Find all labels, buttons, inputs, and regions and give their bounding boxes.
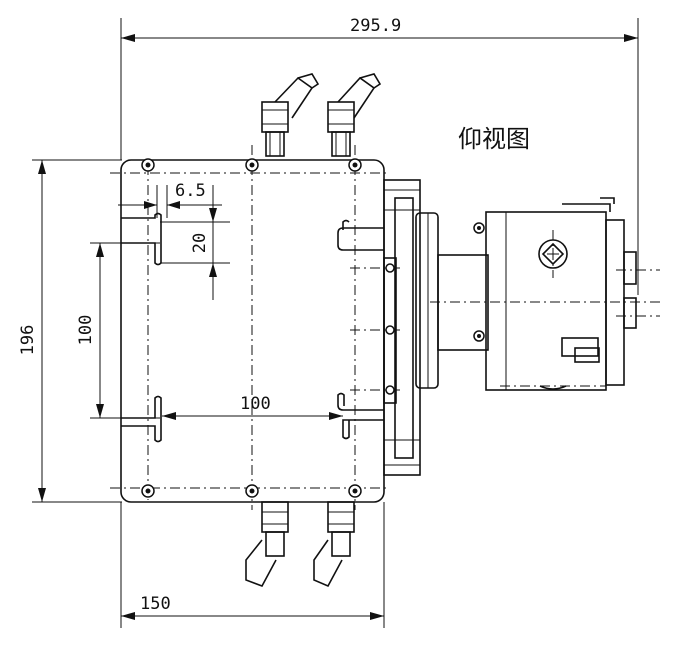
chuck bbox=[473, 197, 660, 391]
dimension-base-width: 150 bbox=[120, 502, 385, 628]
dim-label-6-5: 6.5 bbox=[175, 181, 206, 201]
t-slots bbox=[121, 212, 384, 443]
dim-label-295-9: 295.9 bbox=[350, 16, 401, 36]
dimension-slot-spacing-horizontal: 100 bbox=[162, 394, 343, 420]
base-plate bbox=[110, 145, 400, 510]
bottom-clamps bbox=[245, 501, 355, 588]
dimension-overall-length: 295.9 bbox=[120, 16, 639, 295]
dim-label-20: 20 bbox=[190, 233, 210, 253]
rotary-mechanism bbox=[383, 179, 660, 476]
dim-label-150: 150 bbox=[140, 594, 171, 614]
dim-label-100-horizontal: 100 bbox=[240, 394, 271, 414]
dimension-slot-depth: 20 bbox=[160, 185, 230, 300]
view-title: 仰视图 bbox=[458, 125, 530, 153]
dimension-slot-width: 6.5 bbox=[118, 181, 222, 218]
mounting-holes bbox=[141, 158, 362, 498]
dim-label-100-vertical: 100 bbox=[76, 315, 96, 346]
dim-label-196: 196 bbox=[18, 325, 38, 356]
dimension-slot-spacing-vertical: 100 bbox=[76, 242, 160, 419]
top-clamps bbox=[261, 73, 382, 157]
dimension-height: 196 bbox=[18, 159, 122, 503]
